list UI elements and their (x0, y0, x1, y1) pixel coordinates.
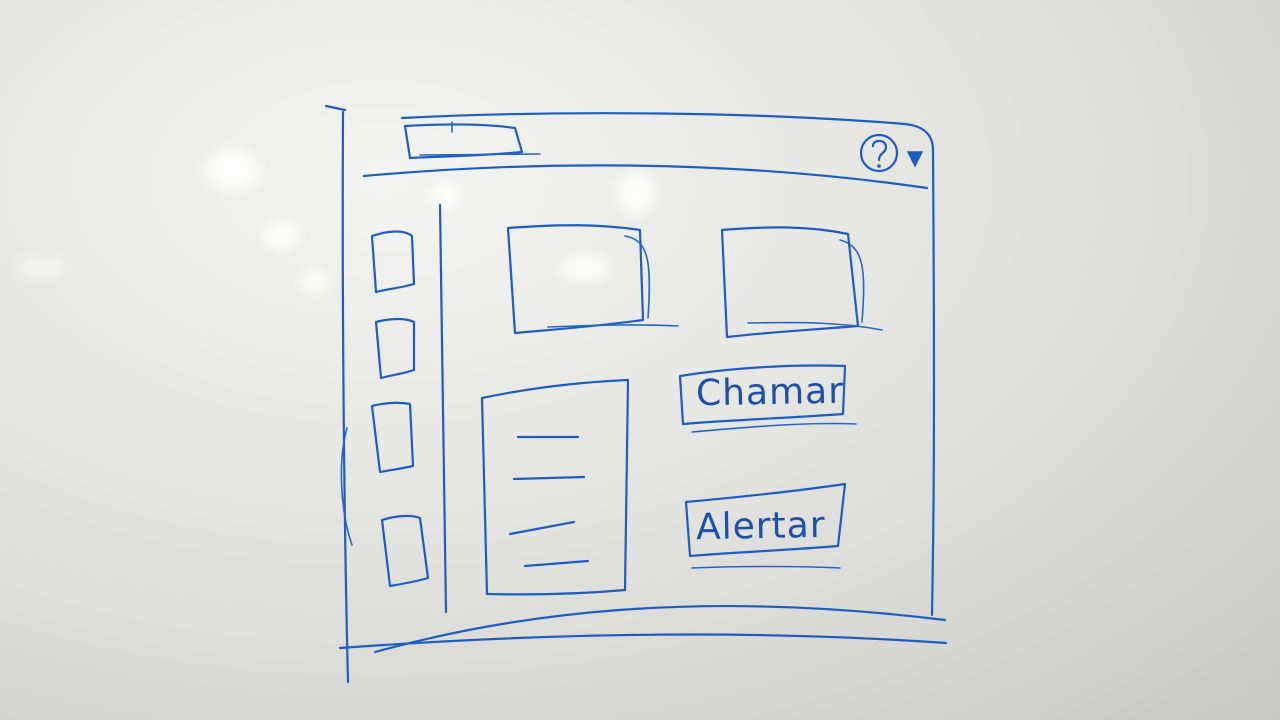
image-card-1 (506, 224, 679, 335)
image-card-2 (720, 226, 883, 339)
sidebar-item-2[interactable] (372, 314, 418, 380)
glare (262, 222, 300, 248)
image-card-2-area[interactable] (720, 226, 866, 338)
logo[interactable] (402, 118, 526, 160)
left-arrow-tick (324, 104, 347, 112)
left-scroll-stroke (340, 427, 353, 546)
alert-button-outline (684, 482, 847, 569)
help-icon (859, 133, 899, 173)
sidebar-item-1-icon (370, 230, 416, 294)
sidebar-item-4-icon (380, 514, 430, 588)
logo-icon (403, 121, 541, 160)
sidebar-item-1[interactable] (368, 228, 418, 294)
alert-button[interactable]: Alertar (688, 492, 844, 554)
sidebar-item-4[interactable] (378, 512, 432, 588)
list-row-4 (523, 559, 590, 568)
list-row-2 (512, 475, 586, 481)
call-button-label: Chamar (695, 370, 845, 415)
glare (205, 150, 260, 190)
alert-button-label: Alertar (695, 504, 826, 549)
left-outer-stroke (341, 110, 350, 684)
glare (616, 172, 656, 214)
glare (18, 258, 66, 276)
glare (560, 255, 610, 281)
dropdown-toggle[interactable] (904, 146, 928, 170)
glare (300, 272, 330, 292)
sidebar-item-3[interactable] (368, 400, 416, 474)
sidebar-item-2-icon (374, 317, 416, 380)
image-card-1-area[interactable] (506, 224, 650, 334)
list-row-3 (508, 520, 576, 536)
list-panel (480, 378, 630, 596)
window-frame (338, 112, 948, 654)
list-panel-area[interactable] (482, 380, 630, 596)
call-button[interactable]: Chamar (682, 368, 846, 422)
header-divider (362, 164, 929, 190)
glare (432, 182, 460, 210)
call-button-outline (678, 364, 857, 433)
sidebar-divider (438, 203, 448, 614)
help-button[interactable] (858, 132, 902, 176)
sidebar-item-3-icon (370, 401, 415, 474)
chevron-down-icon (906, 151, 924, 168)
